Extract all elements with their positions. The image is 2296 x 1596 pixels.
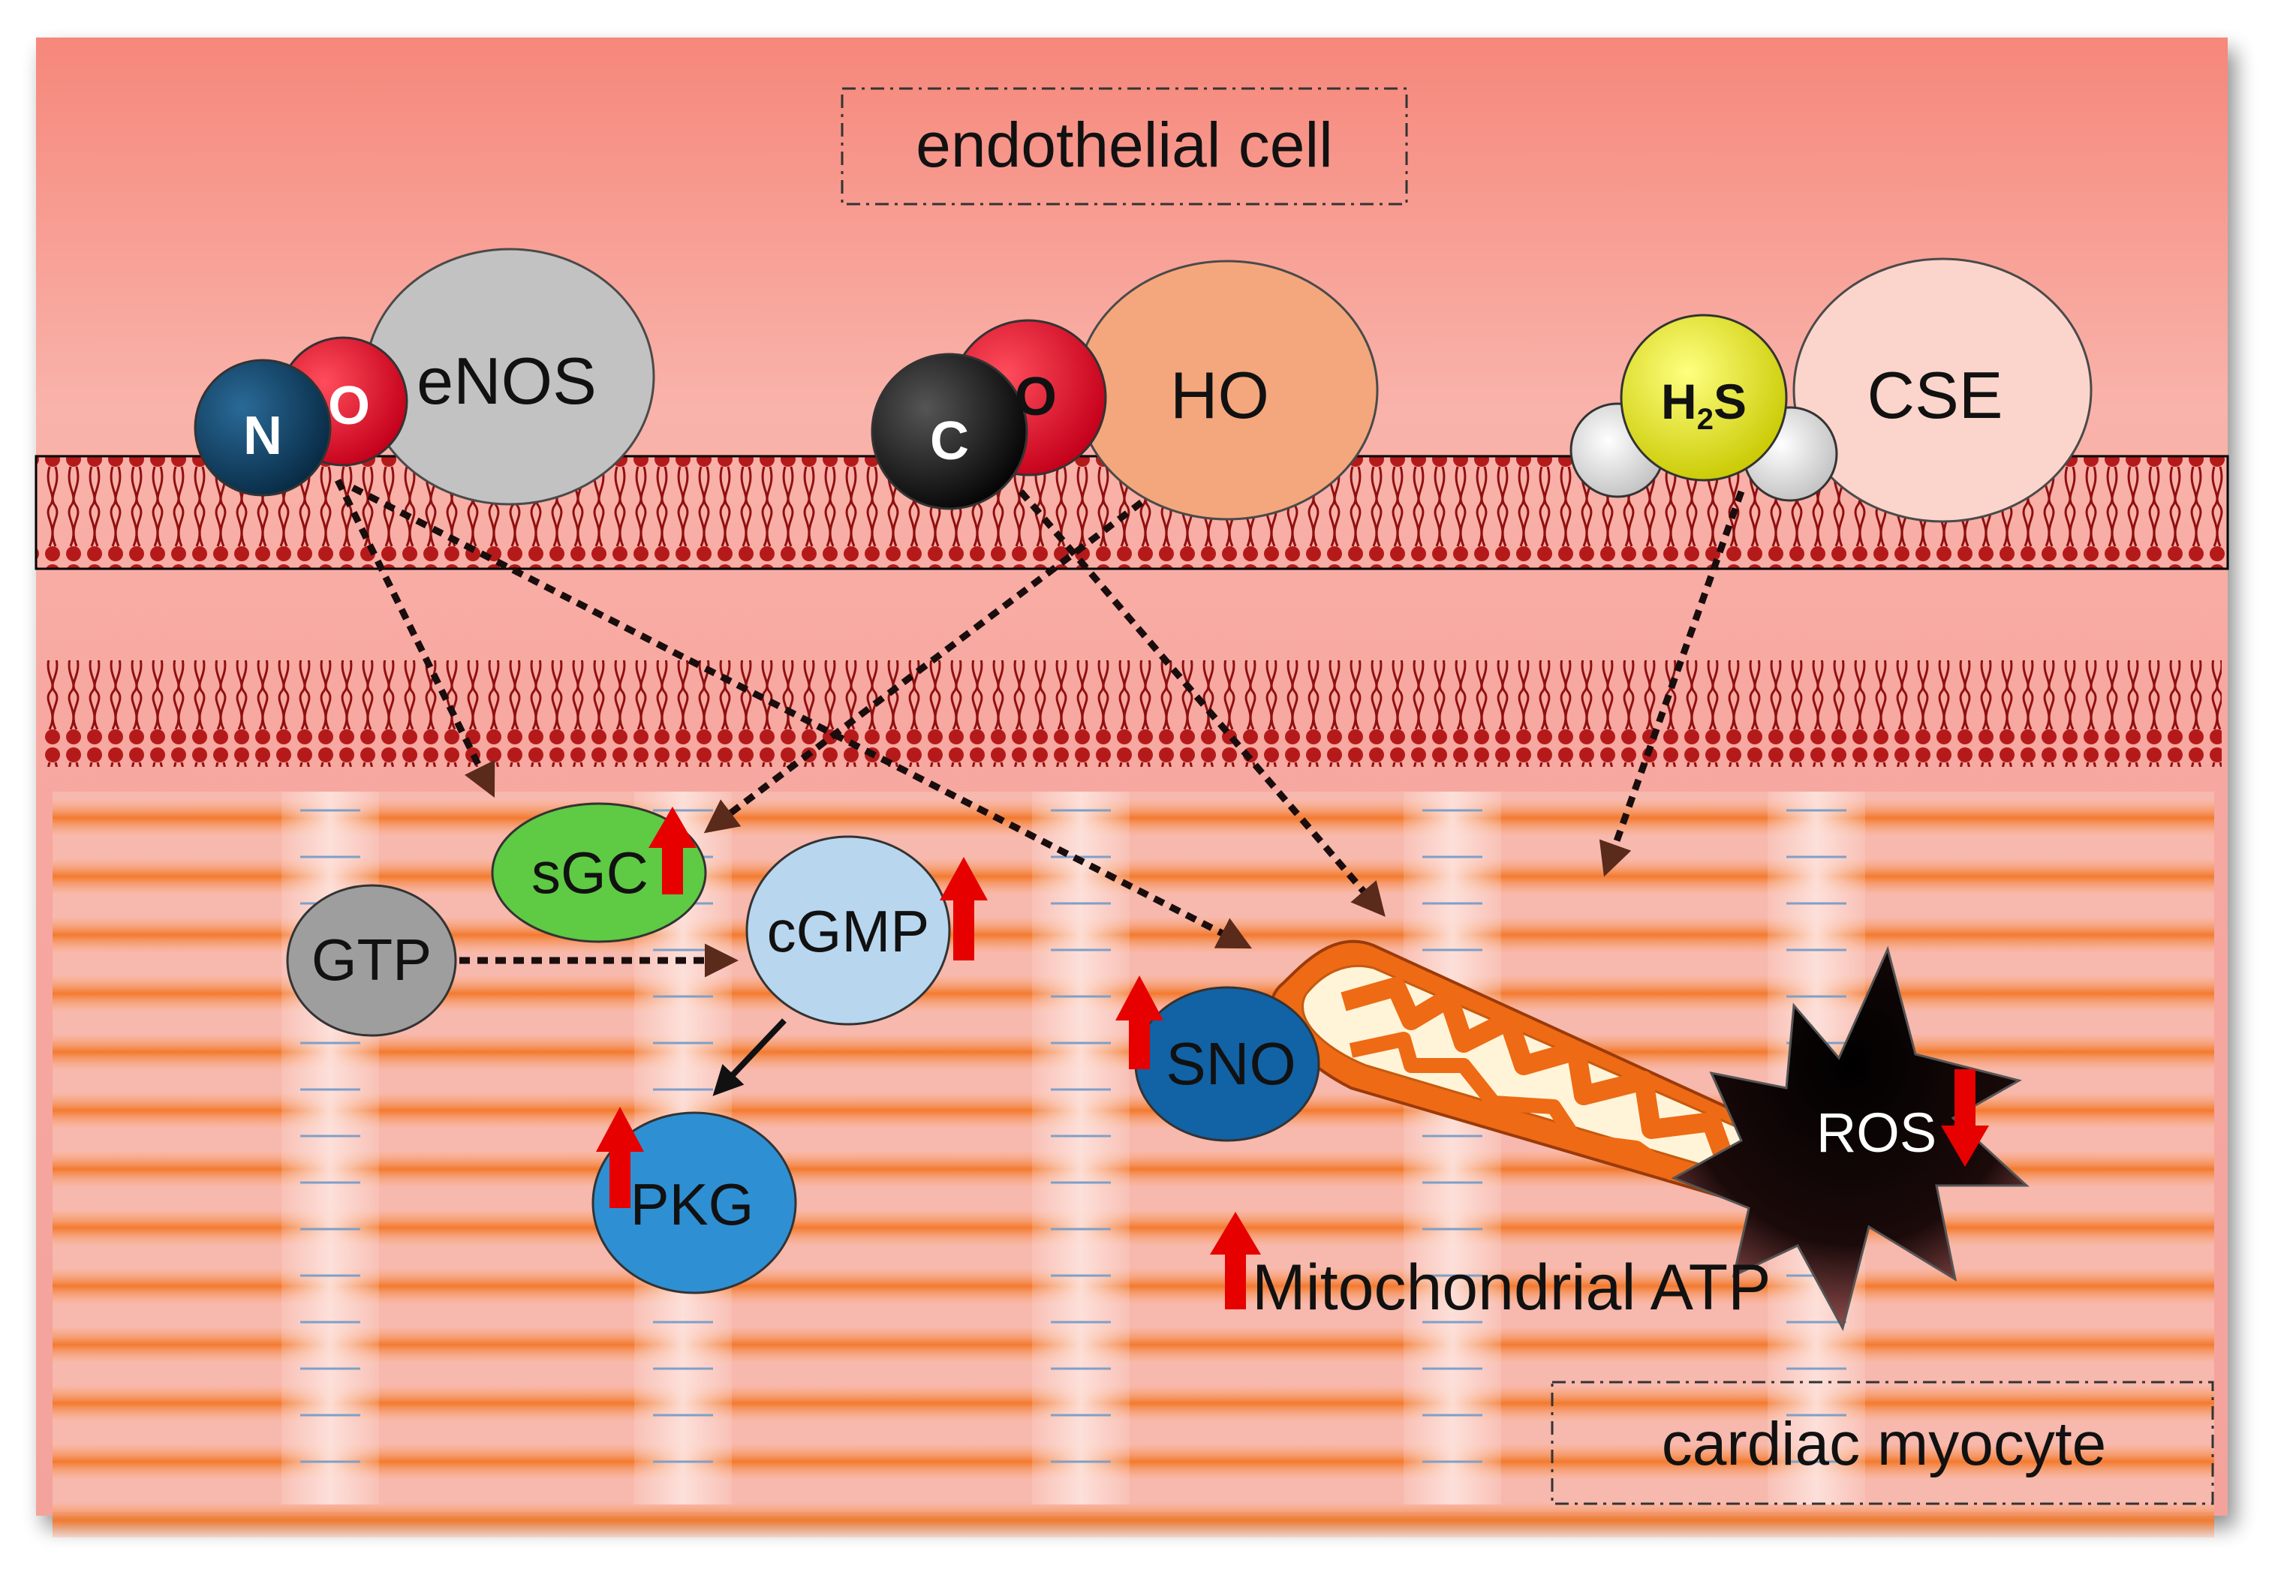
z-disc bbox=[1404, 792, 1501, 1504]
cgmp-node: cGMP bbox=[745, 835, 951, 1026]
cardiac-myocyte-label: cardiac myocyte bbox=[1662, 1410, 2106, 1478]
pkg-label: PKG bbox=[630, 1171, 754, 1237]
arrow-no-to-sno bbox=[351, 484, 1253, 949]
ros-starburst: ROS bbox=[1671, 945, 2030, 1332]
cardiac-myocyte-label-box: cardiac myocyte bbox=[1551, 1381, 2214, 1505]
mitochondrial-atp-label: Mitochondrial ATP bbox=[1252, 1252, 1771, 1324]
enos-label: eNOS bbox=[417, 344, 597, 418]
no-o-label: O bbox=[328, 376, 370, 436]
cse-label: CSE bbox=[1867, 358, 2003, 432]
z-disc bbox=[1032, 792, 1130, 1504]
arrow-cgmp-to-pkg bbox=[712, 1018, 787, 1096]
sgc-node: sGC bbox=[491, 802, 707, 943]
co-c-label: C bbox=[930, 411, 969, 471]
enos-group: eNOS N O bbox=[194, 248, 655, 506]
arrow-co-to-mitochondria bbox=[1018, 489, 1386, 917]
sgc-up-arrow bbox=[648, 807, 697, 894]
ros-label: ROS bbox=[1816, 1102, 1936, 1164]
arrow-h2s-to-myocyte bbox=[1599, 490, 1745, 877]
pkg-up-arrow bbox=[596, 1107, 644, 1208]
arrow-no-to-sgc bbox=[334, 479, 495, 798]
mitochondrial-atp-up-arrow bbox=[1210, 1212, 1261, 1309]
arrow-co-to-sgc bbox=[703, 488, 1158, 834]
dotted-arrows bbox=[334, 479, 1745, 978]
myocyte-membrane bbox=[45, 660, 2222, 767]
sno-label: SNO bbox=[1166, 1030, 1295, 1097]
no-n-atom bbox=[194, 359, 332, 497]
pkg-node: PKG bbox=[591, 1111, 797, 1294]
h2s-label: H2S bbox=[1661, 374, 1747, 436]
muscle-band bbox=[53, 1503, 2214, 1537]
co-c-atom bbox=[871, 353, 1028, 510]
sno-node: SNO bbox=[1134, 986, 1320, 1142]
cse-group: CSE H2S bbox=[1569, 257, 2093, 523]
ho-label: HO bbox=[1170, 358, 1269, 432]
ros-down-arrow bbox=[1941, 1069, 1989, 1167]
co-o-label: O bbox=[1015, 367, 1057, 427]
cse-enzyme bbox=[1792, 257, 2093, 523]
endothelial-cell-label: endothelial cell bbox=[916, 110, 1333, 180]
cgmp-label: cGMP bbox=[767, 898, 930, 964]
gtp-label: GTP bbox=[311, 927, 432, 993]
sno-up-arrow bbox=[1115, 975, 1163, 1069]
gtp-node: GTP bbox=[286, 884, 457, 1037]
no-n-label: N bbox=[243, 406, 282, 466]
h2s-s-atom bbox=[1620, 314, 1788, 482]
ho-group: HO C O bbox=[871, 260, 1379, 521]
endothelial-cell-label-box: endothelial cell bbox=[841, 87, 1408, 206]
indicator-arrows bbox=[596, 807, 1989, 1309]
sgc-label: sGC bbox=[531, 840, 648, 906]
cgmp-up-arrow bbox=[940, 857, 988, 960]
